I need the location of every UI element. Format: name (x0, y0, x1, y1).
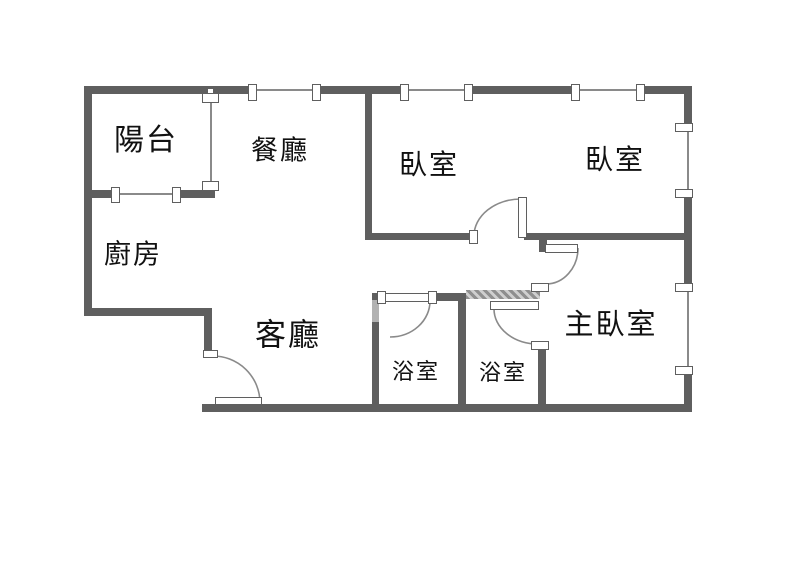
top-window-3-line (580, 89, 636, 91)
right-wall-segment-2 (684, 193, 692, 288)
kitchen-return-wall (204, 308, 212, 352)
room-label-master: 主臥室 (564, 307, 658, 341)
room-label-balcony: 陽台 (114, 123, 178, 158)
top-window-1-line (257, 89, 312, 91)
bedroom1-door-jamb (469, 230, 478, 244)
bedroom1-door-arc (473, 198, 522, 237)
mid-wall-segment-1 (365, 233, 474, 240)
balcony-window-line (120, 193, 172, 195)
room-label-kitchen: 廚房 (104, 239, 162, 271)
bath2-beam-hatch-wall (466, 290, 540, 299)
room-label-bath2: 浴室 (478, 361, 528, 386)
bath-divider-wall (458, 293, 466, 404)
bath1-door-jamb-right (428, 291, 437, 304)
right-window-2-sill-bottom (675, 366, 693, 375)
room-label-bath1: 浴室 (391, 360, 441, 385)
left-wall (84, 86, 92, 315)
bathroom2-door-arc (493, 308, 539, 345)
bottom-wall (202, 404, 692, 412)
top-window-2-line (409, 89, 464, 91)
right-window-1-line (687, 132, 689, 189)
dining-bedroom-divider-wall (365, 94, 372, 233)
entrance-door-arc (211, 355, 261, 404)
entrance-door-jamb (203, 350, 218, 358)
bath-top-wall (436, 293, 466, 301)
bath1-corner-wall (372, 293, 380, 301)
bath2-door-sill (531, 341, 549, 350)
balcony-divider-bottom-marker (202, 181, 219, 191)
right-wall-segment-1 (684, 86, 692, 128)
top-wall-segment-4 (645, 86, 692, 94)
top-window-3-jamb-right (636, 84, 645, 101)
right-wall-segment-3 (684, 369, 692, 412)
top-window-2-jamb-left (400, 84, 409, 101)
room-label-dining: 餐廳 (251, 135, 309, 167)
balcony-divider-line (210, 103, 212, 181)
master-left-wall (538, 345, 546, 404)
top-window-1-jamb-right (312, 84, 321, 101)
right-window-1-sill-bottom (675, 189, 693, 198)
top-wall-segment-3 (473, 86, 571, 94)
right-window-2-sill-top (675, 283, 693, 292)
balcony-wall-segment-1 (84, 190, 116, 198)
right-window-1-sill-top (675, 123, 693, 132)
bath1-left-wall (372, 322, 379, 404)
entrance-door-leaf (215, 397, 262, 405)
bath1-door-leaf (385, 293, 430, 302)
balcony-window-jamb-right (172, 187, 181, 203)
kitchen-bottom-wall (84, 308, 212, 316)
mid-wall-segment-2 (524, 233, 692, 240)
master-bedroom-door-arc (545, 247, 579, 285)
top-window-1-jamb-left (248, 84, 257, 101)
master-door-leaf (545, 244, 578, 253)
balcony-wall-segment-2 (176, 190, 215, 198)
top-wall-segment-2 (321, 86, 400, 94)
bath2-door-leaf (490, 301, 539, 310)
master-door-sill (531, 283, 549, 292)
top-window-3-jamb-left (571, 84, 580, 101)
master-door-stub-wall (539, 240, 547, 252)
top-window-2-jamb-right (464, 84, 473, 101)
bath1-left-wall-light (372, 300, 379, 322)
balcony-window-jamb-left (111, 187, 120, 203)
room-label-living: 客廳 (255, 317, 321, 354)
balcony-divider-top-marker (202, 93, 219, 103)
room-label-bedroom2: 臥室 (584, 143, 646, 176)
room-label-bedroom1: 臥室 (398, 148, 460, 181)
bedroom1-door-leaf (518, 197, 527, 238)
right-window-2-line (687, 292, 689, 366)
bathroom1-door-arc (389, 300, 431, 338)
top-wall-segment-1 (84, 86, 254, 94)
